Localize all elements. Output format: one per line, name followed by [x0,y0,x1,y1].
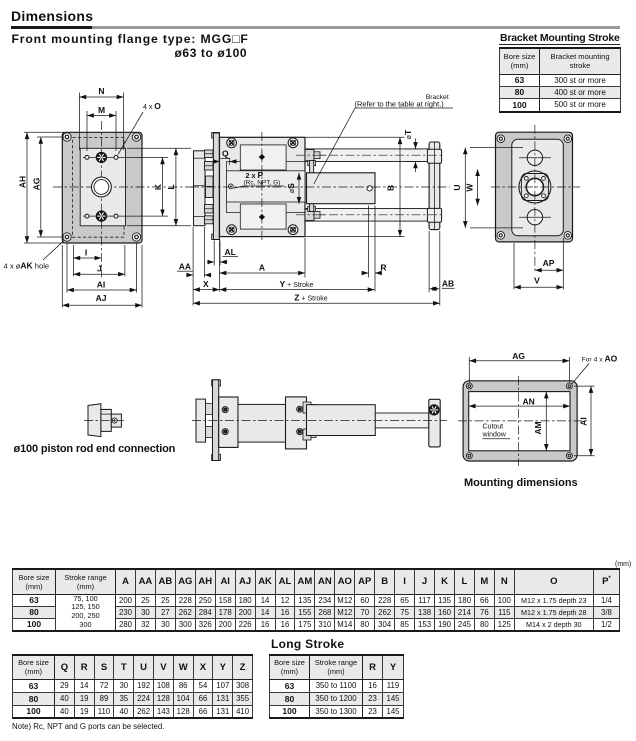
svg-text:W: W [464,183,474,192]
svg-text:Y + Stroke: Y + Stroke [280,279,314,289]
svg-text:K: K [153,183,163,190]
svg-text:AN: AN [522,397,534,407]
svg-text:AI: AI [579,417,589,426]
svg-text:øT: øT [403,129,413,139]
svg-text:AH: AH [18,176,28,188]
svg-text:B: B [386,185,396,191]
svg-text:AG: AG [512,351,525,361]
svg-text:øS: øS [286,183,296,193]
svg-text:Bracket: Bracket [426,94,449,101]
svg-text:V: V [534,276,540,286]
svg-text:J: J [97,263,102,273]
svg-text:X: X [203,279,209,289]
svg-text:AB: AB [442,279,454,289]
svg-text:4 x O: 4 x O [143,101,161,111]
svg-text:AG: AG [31,177,41,190]
svg-text:A: A [259,262,265,272]
svg-text:AI: AI [97,279,106,289]
svg-text:R: R [380,262,386,272]
svg-text:U: U [452,184,462,190]
svg-text:(Rc, NPT, G): (Rc, NPT, G) [244,180,281,187]
svg-text:window: window [482,432,507,439]
svg-text:Z + Stroke: Z + Stroke [294,293,328,303]
svg-text:AM: AM [533,421,543,434]
svg-text:AJ: AJ [96,293,107,303]
svg-text:2 x P: 2 x P [246,170,264,180]
svg-text:AP: AP [543,258,555,268]
svg-text:Cutout: Cutout [483,424,504,431]
svg-text:4 x øAK hole: 4 x øAK hole [4,260,50,270]
svg-text:I: I [85,247,87,257]
svg-text:AL: AL [225,247,236,257]
svg-text:AA: AA [179,261,191,271]
svg-text:Q: Q [222,149,229,159]
svg-text:For 4 x AO: For 4 x AO [582,354,618,364]
svg-text:L: L [166,184,176,189]
svg-text:(Refer to the table at right.): (Refer to the table at right.) [355,99,445,108]
svg-text:N: N [98,86,104,96]
svg-text:M: M [98,105,105,115]
